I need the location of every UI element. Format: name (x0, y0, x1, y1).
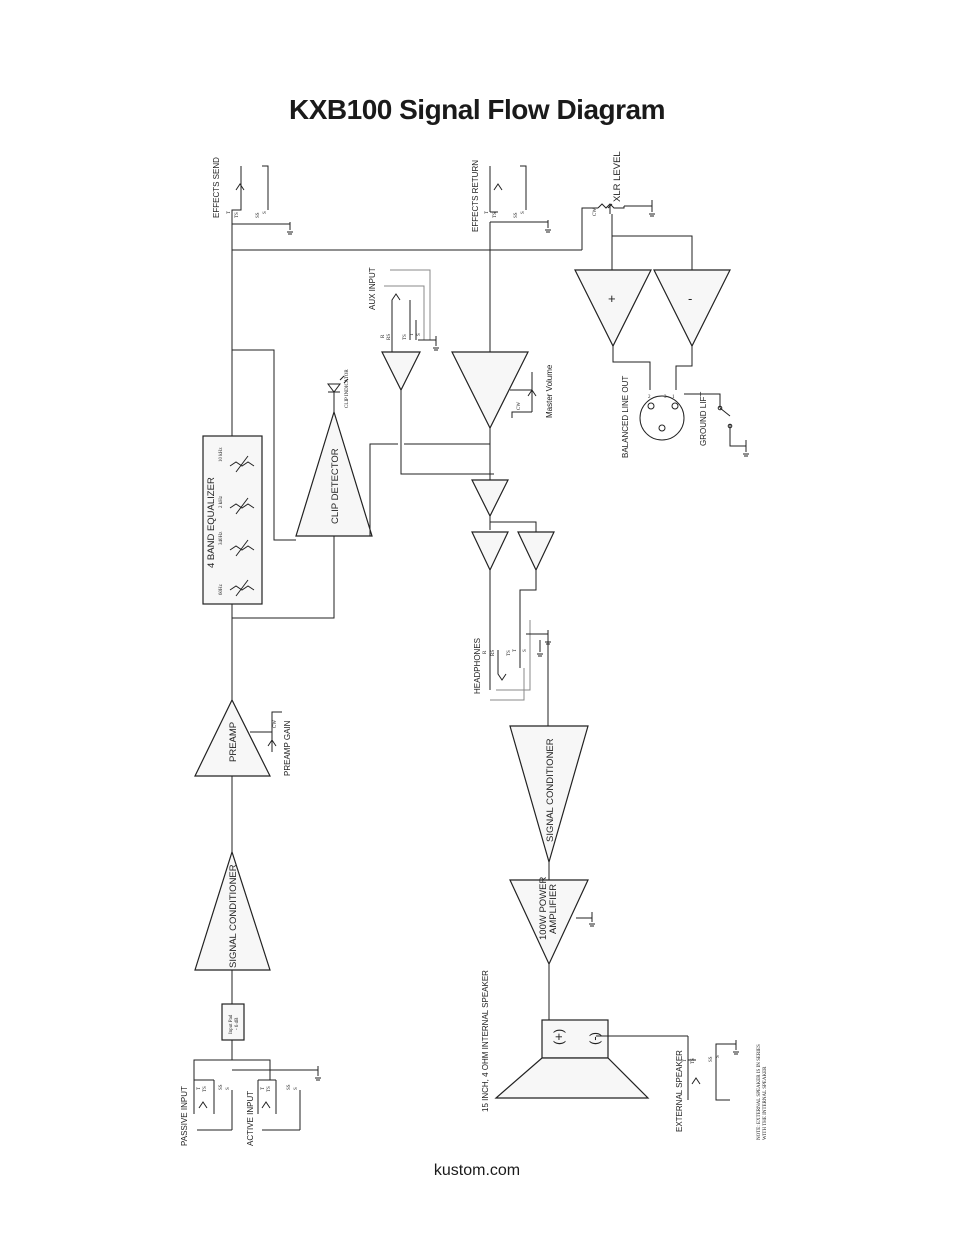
svg-text:TS: TS (267, 1086, 272, 1092)
svg-text:S: S (521, 211, 526, 214)
svg-text:CLIP INDICATOR: CLIP INDICATOR (345, 369, 350, 408)
svg-text:S: S (226, 1087, 231, 1090)
passive-input-jack: T TS SS S PASSIVE INPUT (180, 1079, 233, 1146)
svg-text:340Hz: 340Hz (219, 531, 224, 545)
svg-text:PREAMP: PREAMP (228, 722, 239, 762)
master-volume-label: Master Volume (545, 364, 554, 418)
svg-text:R: R (483, 650, 488, 654)
svg-text:SS: SS (219, 1084, 224, 1090)
svg-text:TS: TS (235, 212, 240, 218)
svg-text:(+): (+) (551, 1029, 566, 1045)
effects-return-label: EFFECTS RETURN (471, 160, 480, 232)
svg-text:RS: RS (491, 650, 496, 656)
effects-return-jack: T TS SS S EFFECTS RETURN (471, 160, 551, 233)
xlr-level-label: XLR LEVEL (612, 151, 623, 202)
xlr-connector: 2 3 1 BALANCED LINE OUT (621, 376, 685, 458)
aux-input-label: AUX INPUT (368, 267, 377, 310)
svg-text:60Hz: 60Hz (219, 583, 224, 595)
preamp (194, 698, 271, 777)
aux-buffer (381, 351, 421, 392)
svg-text:T: T (683, 1059, 688, 1062)
svg-text:-: - (688, 291, 692, 306)
headphone-amp-right (517, 531, 555, 572)
note-line-2: WITH THE INTERNAL SPEAKER (763, 1066, 768, 1140)
svg-text:3: 3 (664, 395, 667, 400)
svg-text:CLIP DETECTOR: CLIP DETECTOR (330, 448, 341, 524)
svg-text:T: T (227, 211, 232, 214)
svg-text:2: 2 (648, 395, 651, 400)
effects-send-jack: T TS SS S EFFECTS SEND (212, 157, 293, 250)
balanced-amp-minus (653, 269, 731, 348)
external-speaker-jack: T TS SS S EXTERNAL SPEAKER (675, 1036, 739, 1132)
svg-text:R: R (381, 334, 386, 338)
balanced-line-out-label: BALANCED LINE OUT (621, 376, 630, 458)
svg-text:AMPLIFIER: AMPLIFIER (548, 884, 559, 934)
active-input-jack: T TS SS S ACTIVE INPUT (232, 1066, 321, 1146)
headphones-jack: R RS TS T S HEADPHONES (473, 620, 551, 701)
internal-speaker-label: 15 INCH, 4 OHM INTERNAL SPEAKER (481, 970, 490, 1112)
svg-text:SS: SS (709, 1056, 714, 1062)
effects-send-label: EFFECTS SEND (212, 157, 221, 218)
aux-input-jack: R RS TS T S AUX INPUT (368, 267, 439, 351)
svg-text:T: T (410, 333, 415, 336)
note-line-1: NOTE: EXTERNAL SPEAKER IS IN SERIES (757, 1044, 762, 1140)
svg-text:1: 1 (672, 395, 675, 400)
svg-text:SS: SS (514, 212, 519, 218)
signal-conditioner-left (194, 850, 271, 971)
svg-text:SIGNAL CONDITIONER: SIGNAL CONDITIONER (545, 738, 556, 842)
svg-text:TS: TS (493, 212, 498, 218)
svg-text:Input Pad: Input Pad (229, 1014, 234, 1034)
svg-text:- 6 dB: - 6 dB (235, 1017, 240, 1030)
svg-text:S: S (294, 1087, 299, 1090)
svg-text:T: T (513, 649, 518, 652)
external-speaker-label: EXTERNAL SPEAKER (675, 1050, 684, 1132)
power-amplifier (509, 879, 589, 966)
svg-text:10 kHz: 10 kHz (219, 447, 224, 462)
svg-text:SS: SS (287, 1084, 292, 1090)
svg-text:CW: CW (273, 720, 278, 728)
svg-text:T: T (197, 1087, 202, 1090)
passive-input-label: PASSIVE INPUT (180, 1086, 189, 1146)
headphones-label: HEADPHONES (473, 638, 482, 694)
svg-text:T: T (261, 1087, 266, 1090)
signal-conditioner-right (509, 725, 589, 865)
xlr-level-pot: CW XLR LEVEL (581, 151, 655, 250)
svg-text:S: S (417, 333, 422, 336)
preamp-gain-label: PREAMP GAIN (283, 720, 292, 776)
headphone-amp-left (471, 531, 509, 572)
svg-text:S: S (523, 649, 528, 652)
svg-text:100W POWER: 100W POWER (538, 877, 549, 940)
footer-url[interactable]: kustom.com (433, 1162, 521, 1179)
svg-text:CW: CW (593, 208, 598, 216)
svg-text:2 kHz: 2 kHz (219, 495, 224, 508)
balanced-amp-plus (574, 269, 652, 348)
svg-text:(-): (-) (587, 1032, 602, 1045)
master-volume-amp (451, 351, 529, 430)
clip-detector (295, 409, 373, 537)
svg-text:TS: TS (507, 650, 512, 656)
svg-text:SS: SS (256, 212, 261, 218)
svg-text:SIGNAL CONDITIONER: SIGNAL CONDITIONER (228, 864, 239, 968)
svg-text:4 BAND EQUALIZER: 4 BAND EQUALIZER (206, 477, 217, 568)
svg-text:T: T (485, 211, 490, 214)
page-title: KXB100 Signal Flow Diagram (289, 94, 666, 125)
svg-text:TS: TS (691, 1058, 696, 1064)
svg-text:S: S (716, 1055, 721, 1058)
svg-text:+: + (608, 291, 616, 306)
internal-speaker: (+) (-) 15 INCH, 4 OHM INTERNAL SPEAKER (481, 970, 650, 1112)
ground-lift-label: GROUND LIFT (699, 392, 708, 446)
mix-buffer (471, 479, 509, 518)
active-input-label: ACTIVE INPUT (246, 1091, 255, 1146)
svg-text:S: S (263, 211, 268, 214)
svg-text:TS: TS (403, 334, 408, 340)
svg-text:RS: RS (387, 334, 392, 340)
svg-text:TS: TS (203, 1086, 208, 1092)
svg-text:CW: CW (517, 402, 522, 410)
input-pad (221, 1003, 245, 1041)
